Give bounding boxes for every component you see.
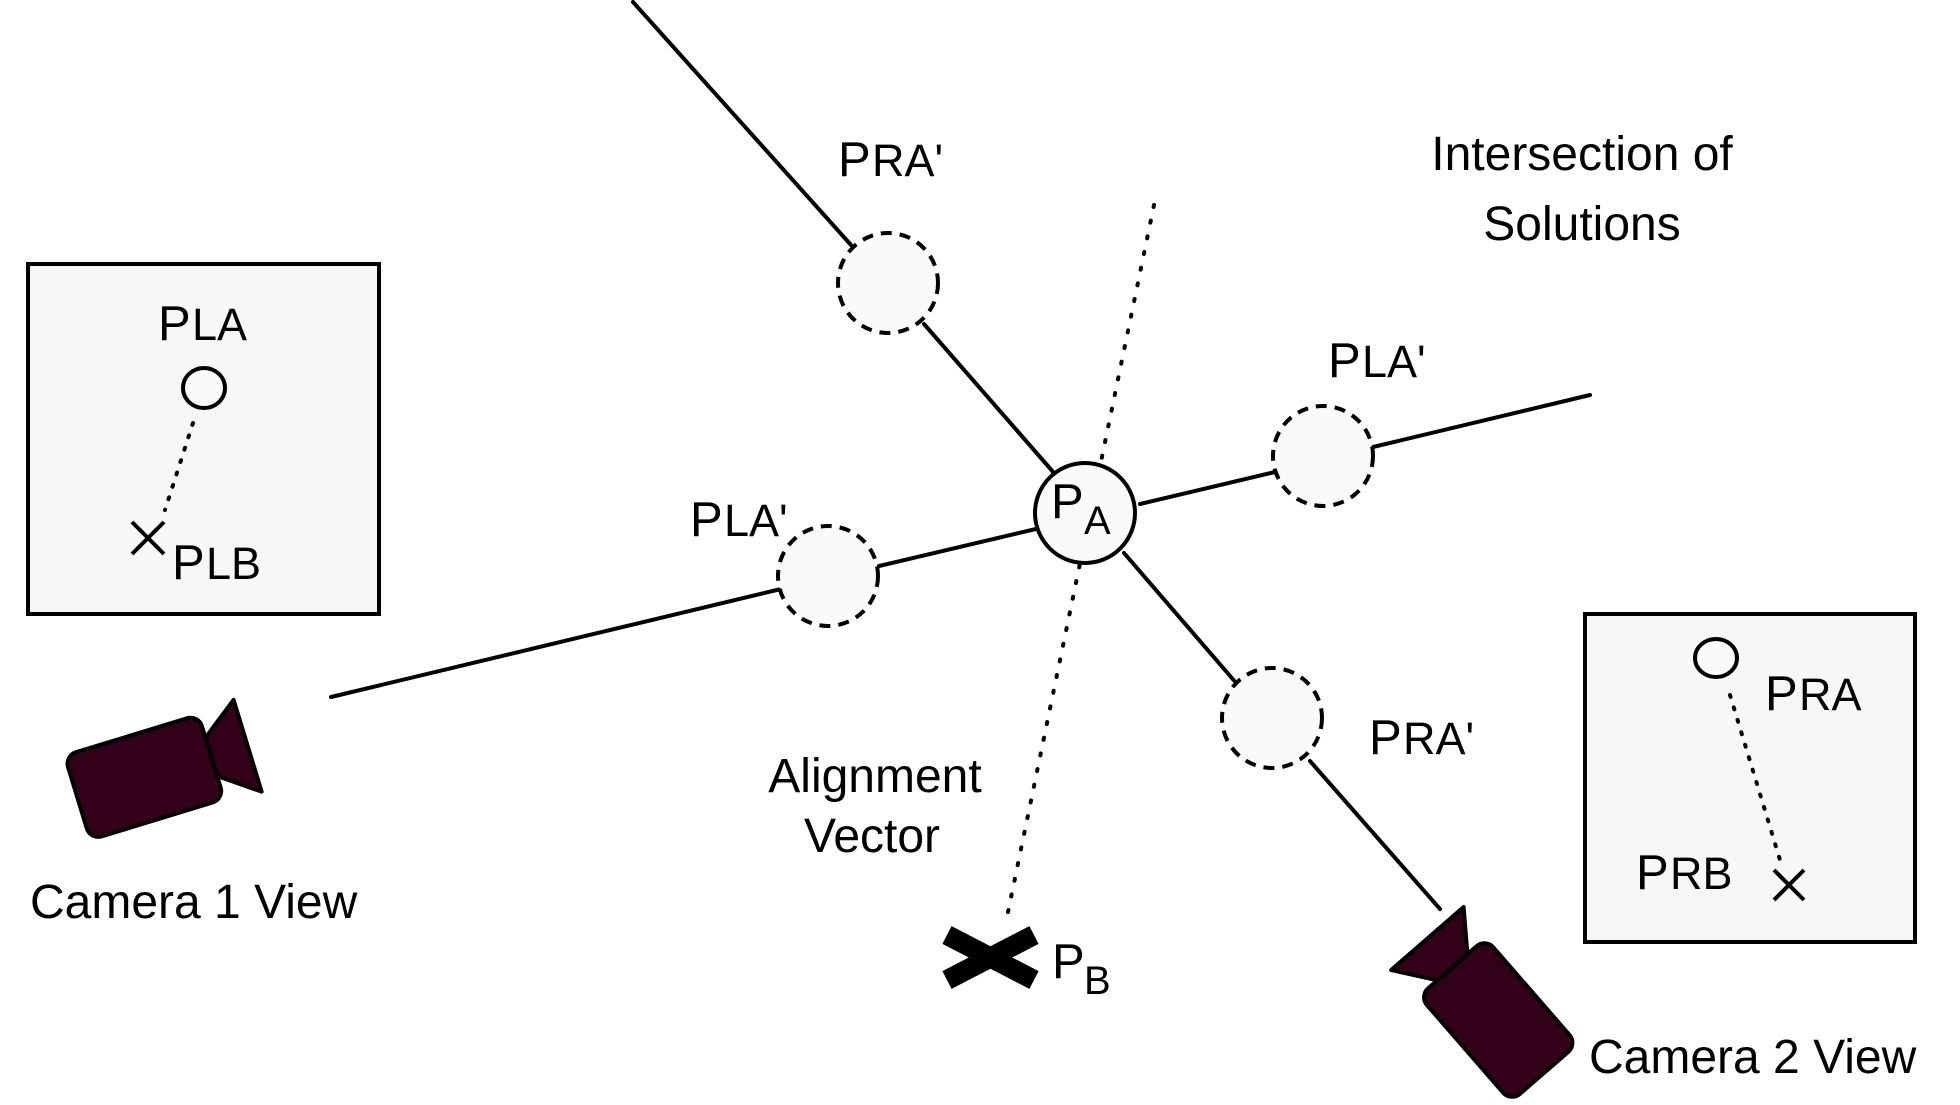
svg-text:P: P bbox=[1369, 711, 1402, 765]
pla-prime-marker-left bbox=[776, 524, 880, 628]
camera2-view-frame bbox=[1583, 612, 1917, 944]
svg-text:LA': LA' bbox=[724, 495, 788, 546]
svg-text:RA': RA' bbox=[872, 135, 943, 186]
pra-label: RA bbox=[1799, 669, 1862, 720]
intersection-label-line2: Solutions bbox=[1483, 198, 1680, 251]
camera2-ray-upper bbox=[631, 0, 853, 247]
pa-label-main: P bbox=[1051, 475, 1084, 529]
pb-label-main: P bbox=[1052, 935, 1085, 989]
camera2-ray-end bbox=[1308, 759, 1442, 911]
pra-prime-label-upper: P RA' bbox=[838, 133, 943, 187]
svg-text:P: P bbox=[838, 133, 871, 187]
svg-text:LA': LA' bbox=[1362, 336, 1426, 387]
camera1-ray-start bbox=[329, 587, 783, 699]
camera1-view-panel: P LA P LB bbox=[26, 262, 381, 616]
svg-text:P: P bbox=[172, 536, 205, 590]
camera1-alignment-dots bbox=[163, 421, 195, 512]
pb-label-sub: B bbox=[1084, 959, 1111, 1003]
alignment-label-line1: Alignment bbox=[768, 750, 981, 803]
svg-text:RA': RA' bbox=[1403, 713, 1474, 764]
pla-circle-marker bbox=[181, 366, 227, 410]
camera1-ray-end bbox=[1371, 393, 1592, 449]
intersection-label-line1: Intersection of bbox=[1431, 128, 1733, 181]
camera2-alignment-dots bbox=[1728, 693, 1782, 862]
camera1-video-camera-icon bbox=[65, 697, 264, 839]
svg-text:P: P bbox=[690, 493, 723, 547]
plb-x-mark-icon bbox=[130, 520, 166, 556]
camera2-ray-mid bbox=[922, 322, 1056, 475]
pra-prime-marker-upper bbox=[836, 231, 940, 335]
prb-x-mark-icon bbox=[1772, 868, 1806, 902]
camera1-view-label: Camera 1 View bbox=[30, 876, 358, 929]
pra-prime-marker-lower bbox=[1220, 666, 1324, 770]
camera1-view-frame bbox=[26, 262, 381, 616]
svg-text:P: P bbox=[1636, 846, 1669, 900]
pla-prime-label-right: P LA' bbox=[1328, 334, 1426, 388]
camera1-ray-upper bbox=[1138, 470, 1277, 506]
camera2-view-panel: P RA P RB bbox=[1583, 612, 1917, 944]
pra-circle-marker bbox=[1693, 637, 1739, 679]
plb-label: LB bbox=[206, 538, 261, 589]
svg-text:P: P bbox=[158, 297, 191, 351]
alignment-label-line2: Vector bbox=[804, 810, 940, 863]
pla-prime-marker-right bbox=[1271, 404, 1375, 508]
pa-label-sub: A bbox=[1084, 499, 1111, 543]
pra-prime-label-lower: P RA' bbox=[1369, 711, 1474, 765]
svg-text:P: P bbox=[1765, 667, 1798, 721]
camera1-ray-mid bbox=[877, 526, 1042, 568]
camera2-ray-lower bbox=[1122, 551, 1239, 686]
camera2-solution-line bbox=[631, 0, 1442, 911]
pa-marker bbox=[1033, 461, 1137, 565]
pla-prime-label-left: P LA' bbox=[690, 493, 788, 547]
camera2-video-camera-icon bbox=[1389, 905, 1575, 1099]
svg-text:P: P bbox=[1328, 334, 1361, 388]
camera1-solution-line bbox=[329, 393, 1592, 699]
pb-cross-icon bbox=[942, 926, 1039, 989]
prb-label: RB bbox=[1670, 848, 1733, 899]
pla-label: LA bbox=[192, 299, 247, 350]
camera2-view-label: Camera 2 View bbox=[1589, 1031, 1917, 1084]
